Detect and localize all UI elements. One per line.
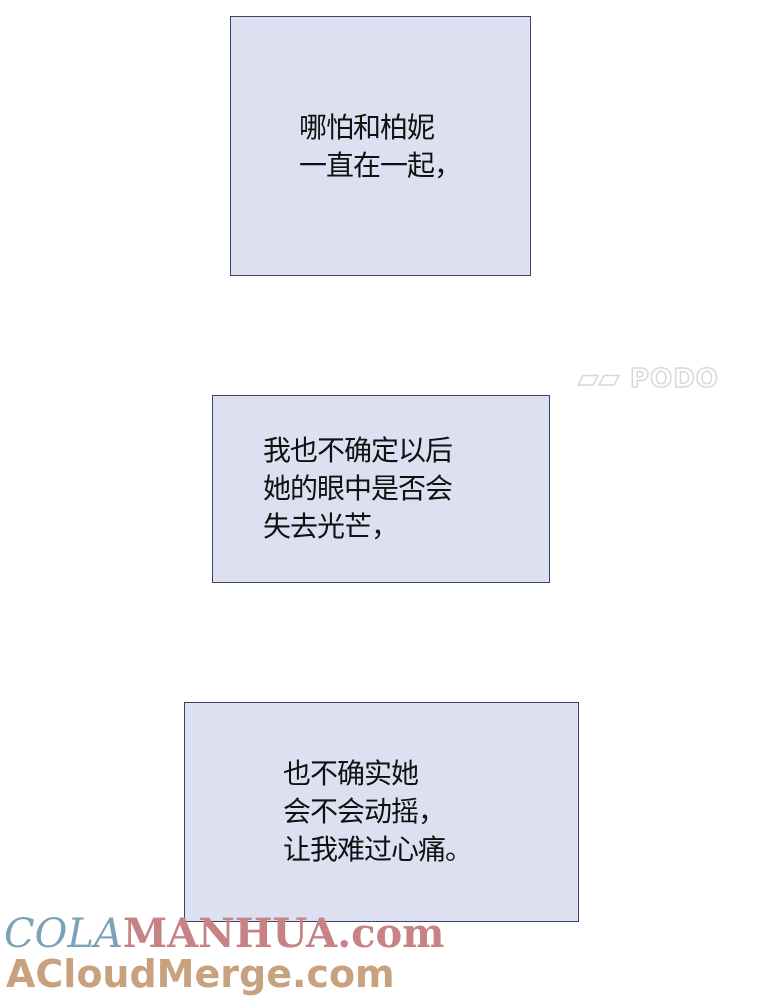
- podo-watermark: ▰▰ PODO: [577, 363, 719, 395]
- caption-box-3: 也不确实她会不会动摇， 让我难过心痛。: [184, 702, 579, 922]
- caption-text: 哪怕和柏妮一直在一起，: [299, 109, 462, 185]
- colamanhua-watermark: COLAMANHUA.com: [4, 910, 445, 957]
- caption-box-1: 哪怕和柏妮一直在一起，: [230, 16, 531, 276]
- caption-line: 让我难过心痛。: [283, 833, 473, 866]
- caption-line: 一直在一起，: [299, 149, 462, 182]
- caption-line: 哪怕和柏妮: [299, 111, 435, 144]
- watermark-part: MANHUA.com: [122, 910, 445, 957]
- watermark-part: COLA: [4, 911, 123, 957]
- caption-text: 我也不确定以后她的眼中是否会失去光芒，: [263, 432, 453, 546]
- caption-line: 失去光芒，: [263, 510, 399, 543]
- caption-text: 也不确实她会不会动摇， 让我难过心痛。: [283, 755, 473, 869]
- caption-line: 她的眼中是否会: [263, 472, 453, 505]
- caption-line: 我也不确定以后: [263, 434, 453, 467]
- caption-line: 会不会动摇，: [283, 795, 446, 828]
- caption-box-2: 我也不确定以后她的眼中是否会失去光芒，: [212, 395, 550, 583]
- caption-line: 也不确实她: [283, 757, 419, 790]
- acloudmerge-watermark: ACloudMerge.com: [6, 952, 395, 996]
